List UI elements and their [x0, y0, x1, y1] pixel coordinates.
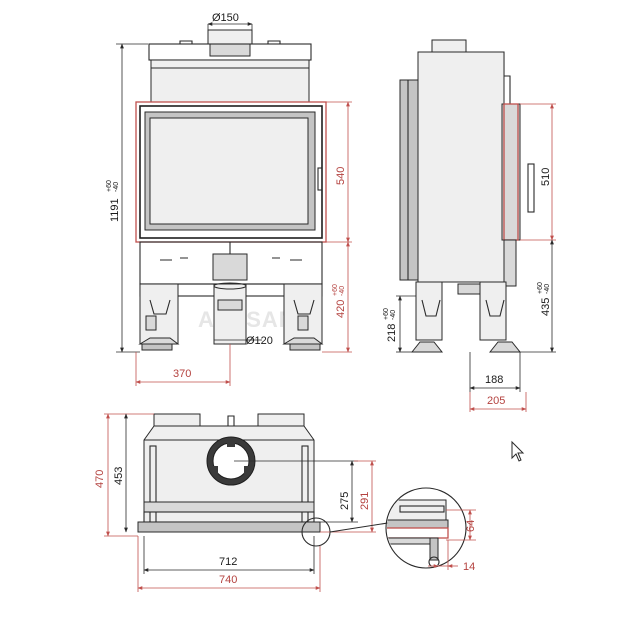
detail-door-frame-label: 64 [465, 520, 477, 532]
side-handle [527, 163, 535, 213]
svg-text:+60: +60 [106, 180, 113, 192]
svg-text:+60: +60 [332, 284, 339, 296]
side-depth-outer-label: 205 [487, 395, 505, 407]
front-view: Ø150 1191 +60 -40 540 420 +60 -40 Ø120 [106, 12, 352, 386]
flue-diameter-label: Ø150 [212, 12, 239, 24]
top-depth-inner-label: 453 [113, 467, 125, 485]
leg-height-label: 435 [540, 298, 552, 316]
floor-height-label: 218 [386, 324, 398, 342]
svg-text:-40: -40 [390, 310, 397, 320]
watermark: ARTSAM [198, 307, 298, 332]
total-height-label: 1191 [109, 198, 121, 222]
svg-text:-40: -40 [544, 284, 551, 294]
upper-body [150, 59, 310, 103]
flue-collar [207, 29, 253, 45]
front-frame-bar [137, 521, 321, 533]
glass-door [149, 117, 309, 225]
top-view: 470 453 275 291 712 740 [94, 413, 376, 592]
air-inlet-diameter-label: Ø120 [246, 335, 273, 347]
air-inlet-pipe [213, 283, 247, 345]
flue-pipe [209, 43, 251, 57]
side-view: 510 435 +60 -40 218 +60 -40 188 205 [383, 39, 556, 412]
detail-door-offset-label: 14 [463, 561, 475, 573]
front-rail [143, 501, 315, 513]
flue-offset-inner-label: 275 [339, 492, 351, 510]
air-control-box [212, 253, 248, 281]
detail-leader-line [329, 521, 395, 533]
svg-text:+60: +60 [537, 282, 544, 294]
side-front-frame [399, 79, 419, 281]
detail-view: 64 14 [385, 487, 477, 573]
mouse-cursor-icon [511, 440, 525, 462]
svg-text:-40: -40 [113, 182, 120, 192]
detail-circle [385, 487, 467, 569]
flue-offset-outer-label: 291 [359, 492, 371, 510]
svg-text:-40: -40 [339, 286, 346, 296]
top-tab-right [257, 413, 305, 427]
top-depth-outer-label: 470 [94, 470, 106, 488]
side-door [501, 103, 521, 241]
top-width-inner-label: 712 [219, 556, 237, 568]
side-glass-height-label: 510 [540, 168, 552, 186]
top-width-outer-label: 740 [219, 574, 237, 586]
side-depth-inner-label: 188 [485, 374, 503, 386]
half-width-label: 370 [173, 368, 191, 380]
door-handle [317, 167, 323, 191]
top-tab-left [153, 413, 201, 427]
glass-height-label: 540 [335, 167, 347, 185]
svg-text:+60: +60 [383, 308, 390, 320]
base-height-label: 420 [335, 300, 347, 318]
